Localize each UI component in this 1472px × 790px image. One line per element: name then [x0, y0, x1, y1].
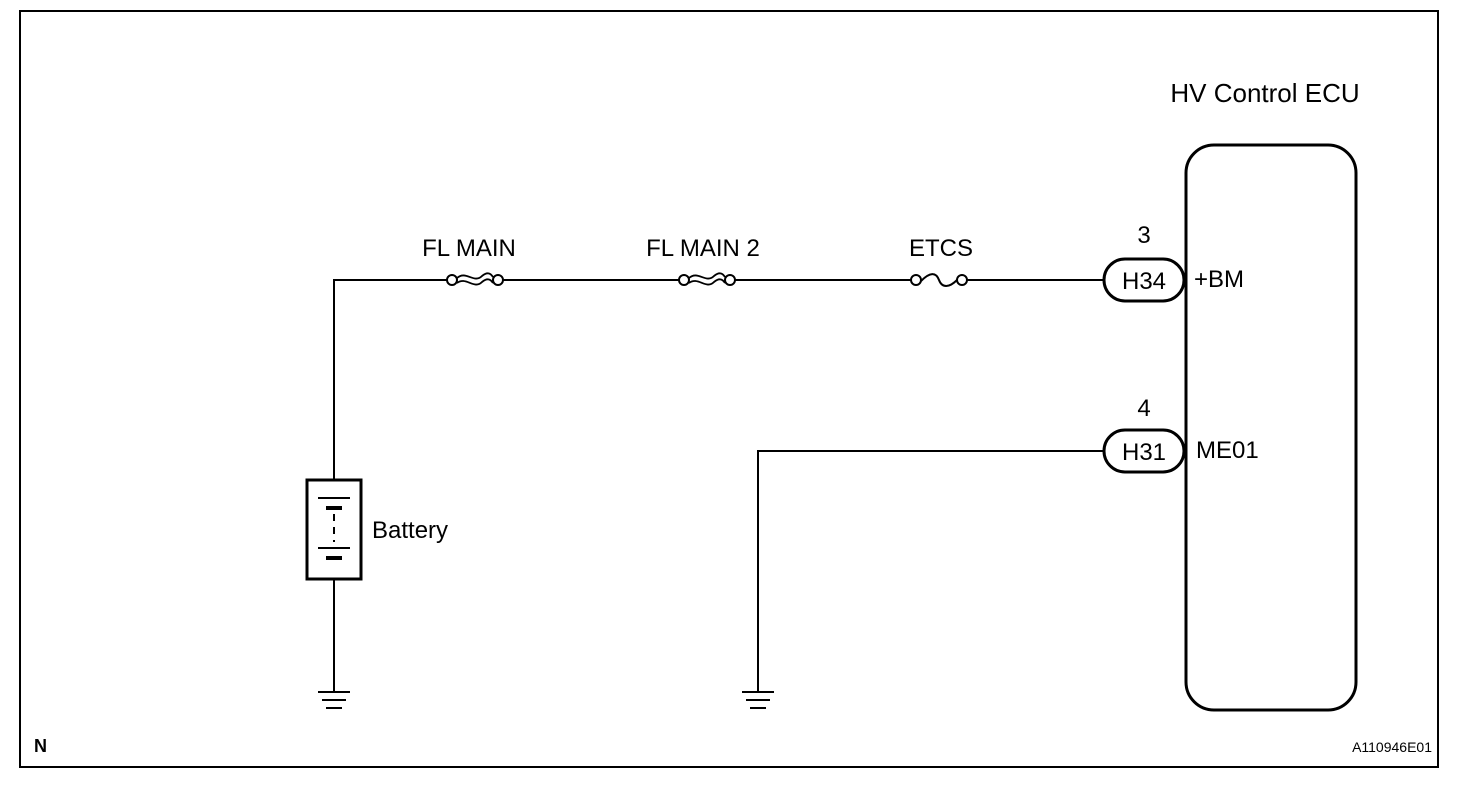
fl-main-fuse: [446, 272, 504, 286]
ground-symbol: [318, 691, 350, 709]
connector-label: H34: [1122, 268, 1166, 295]
figure-code: A110946E01: [1352, 739, 1432, 755]
ecu-title: HV Control ECU: [1170, 78, 1359, 108]
fuse-label: ETCS: [909, 235, 973, 262]
ecu-box: [1184, 143, 1358, 712]
ground-symbol: [742, 691, 774, 709]
battery-symbol: [305, 478, 363, 581]
fuse-label: FL MAIN: [422, 235, 516, 262]
terminal-label: +BM: [1194, 266, 1244, 293]
fuse-label: FL MAIN 2: [646, 235, 760, 262]
corner-mark: N: [34, 736, 47, 756]
terminal-label: ME01: [1196, 437, 1259, 464]
connector-h34: [1102, 257, 1186, 303]
diagram-frame: [19, 10, 1439, 768]
fl-main-2-fuse: [678, 272, 736, 286]
power-wire: [333, 279, 448, 498]
pin-number: 3: [1137, 222, 1150, 249]
battery-label: Battery: [372, 517, 448, 544]
ground-wire: [757, 450, 1104, 692]
pin-number: 4: [1137, 395, 1150, 422]
etcs-fuse: [910, 273, 968, 287]
connector-label: H31: [1122, 439, 1166, 466]
